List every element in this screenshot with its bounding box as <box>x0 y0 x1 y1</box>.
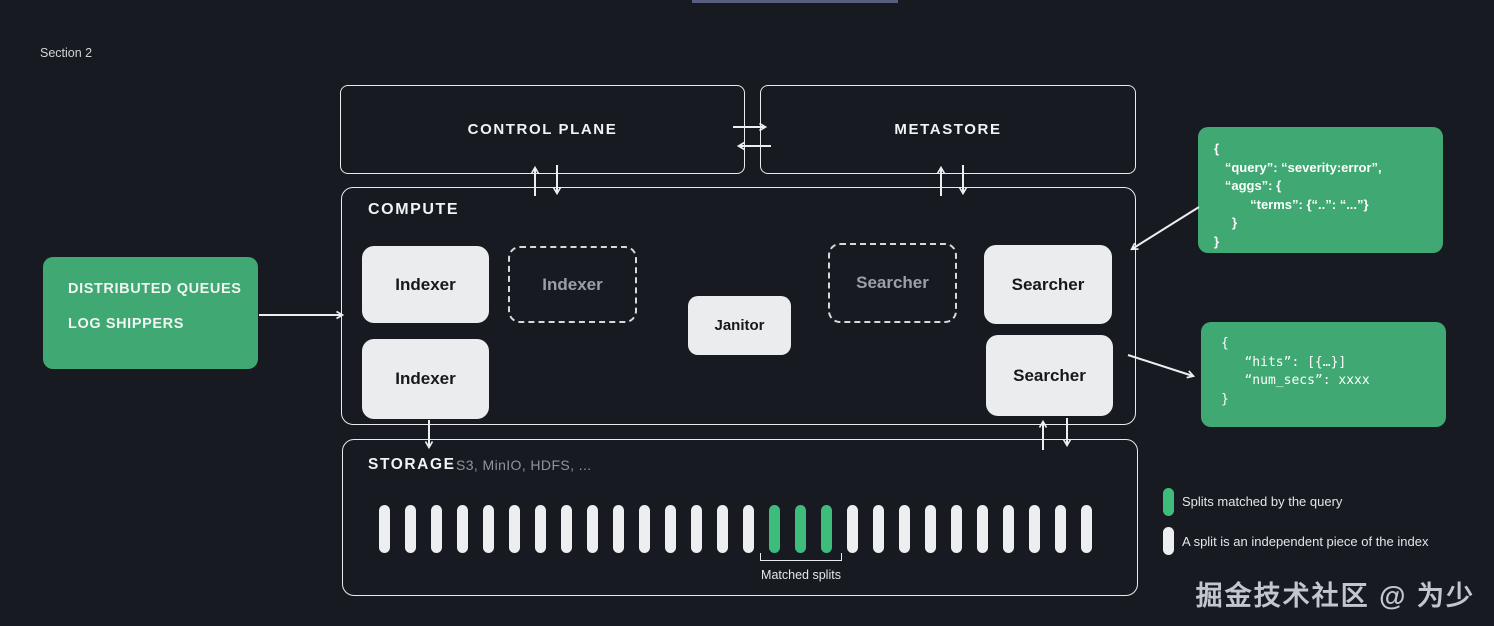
split <box>457 505 468 553</box>
split <box>587 505 598 553</box>
split <box>717 505 728 553</box>
split <box>665 505 676 553</box>
response-snippet-line: “hits”: [{…}] <box>1221 354 1347 370</box>
matched-splits-bracket <box>760 553 842 561</box>
split <box>977 505 988 553</box>
node-searcher-dashed: Searcher <box>828 243 957 323</box>
query-snippet-line: “terms”: {“..”: “...”} <box>1214 196 1369 212</box>
node-searcher-2: Searcher <box>986 335 1113 416</box>
arrow-searcher-to-response <box>1127 354 1196 379</box>
legend-matched-pill <box>1163 488 1174 516</box>
split-matched <box>769 505 780 553</box>
watermark: 掘金技术社区 @ 为少 <box>1195 581 1475 611</box>
metastore-box: METASTORE <box>760 85 1136 174</box>
split <box>405 505 416 553</box>
split <box>379 505 390 553</box>
node-indexer-1: Indexer <box>362 246 489 323</box>
split <box>535 505 546 553</box>
split <box>1081 505 1092 553</box>
split <box>951 505 962 553</box>
split <box>1029 505 1040 553</box>
split-matched <box>795 505 806 553</box>
legend-split-pill <box>1163 527 1174 555</box>
split <box>509 505 520 553</box>
control-plane-box: CONTROL PLANE <box>340 85 745 174</box>
query-snippet-box: { “query”: “severity:error”, “aggs”: { “… <box>1198 127 1443 253</box>
legend-split-label: A split is an independent piece of the i… <box>1182 534 1429 549</box>
matched-splits-label: Matched splits <box>761 568 841 582</box>
distributed-queues-label: DISTRIBUTED QUEUES <box>68 281 242 297</box>
split <box>639 505 650 553</box>
node-indexer-2: Indexer <box>362 339 489 419</box>
compute-box: COMPUTE <box>341 187 1136 425</box>
split <box>483 505 494 553</box>
compute-label: COMPUTE <box>368 201 460 218</box>
query-snippet-line: “aggs”: { <box>1214 178 1282 193</box>
section-label: Section 2 <box>40 46 93 60</box>
splits-row <box>379 505 1092 553</box>
split <box>1003 505 1014 553</box>
query-snippet-line: } <box>1214 233 1220 249</box>
split <box>899 505 910 553</box>
split <box>613 505 624 553</box>
split <box>847 505 858 553</box>
arrow-query-to-searcher <box>1130 206 1200 251</box>
node-janitor: Janitor <box>688 296 791 355</box>
control-plane-label: CONTROL PLANE <box>467 121 618 138</box>
distributed-queues-box: DISTRIBUTED QUEUES LOG SHIPPERS <box>43 257 258 369</box>
storage-label: STORAGE <box>368 456 456 473</box>
response-snippet-box: { “hits”: [{…}] “num_secs”: xxxx} <box>1201 322 1446 427</box>
node-indexer-dashed: Indexer <box>508 246 637 323</box>
node-searcher-1: Searcher <box>984 245 1112 324</box>
query-snippet-line: } <box>1214 215 1238 230</box>
log-shippers-label: LOG SHIPPERS <box>68 316 184 332</box>
response-snippet-line: “num_secs”: xxxx <box>1221 373 1370 388</box>
legend-matched-label: Splits matched by the query <box>1182 494 1343 509</box>
split <box>1055 505 1066 553</box>
split <box>691 505 702 553</box>
split <box>925 505 936 553</box>
top-edge-bar <box>692 0 898 3</box>
split-matched <box>821 505 832 553</box>
split <box>873 505 884 553</box>
storage-sublabel: S3, MinIO, HDFS, ... <box>456 457 592 473</box>
response-snippet-line: } <box>1221 391 1229 407</box>
query-snippet-line: { <box>1214 141 1220 156</box>
split <box>743 505 754 553</box>
query-snippet-line: “query”: “severity:error”, <box>1214 159 1382 175</box>
response-snippet-line: { <box>1221 336 1229 351</box>
split <box>561 505 572 553</box>
storage-box: STORAGE S3, MinIO, HDFS, ... <box>342 439 1138 596</box>
split <box>431 505 442 553</box>
metastore-label: METASTORE <box>894 121 1002 138</box>
